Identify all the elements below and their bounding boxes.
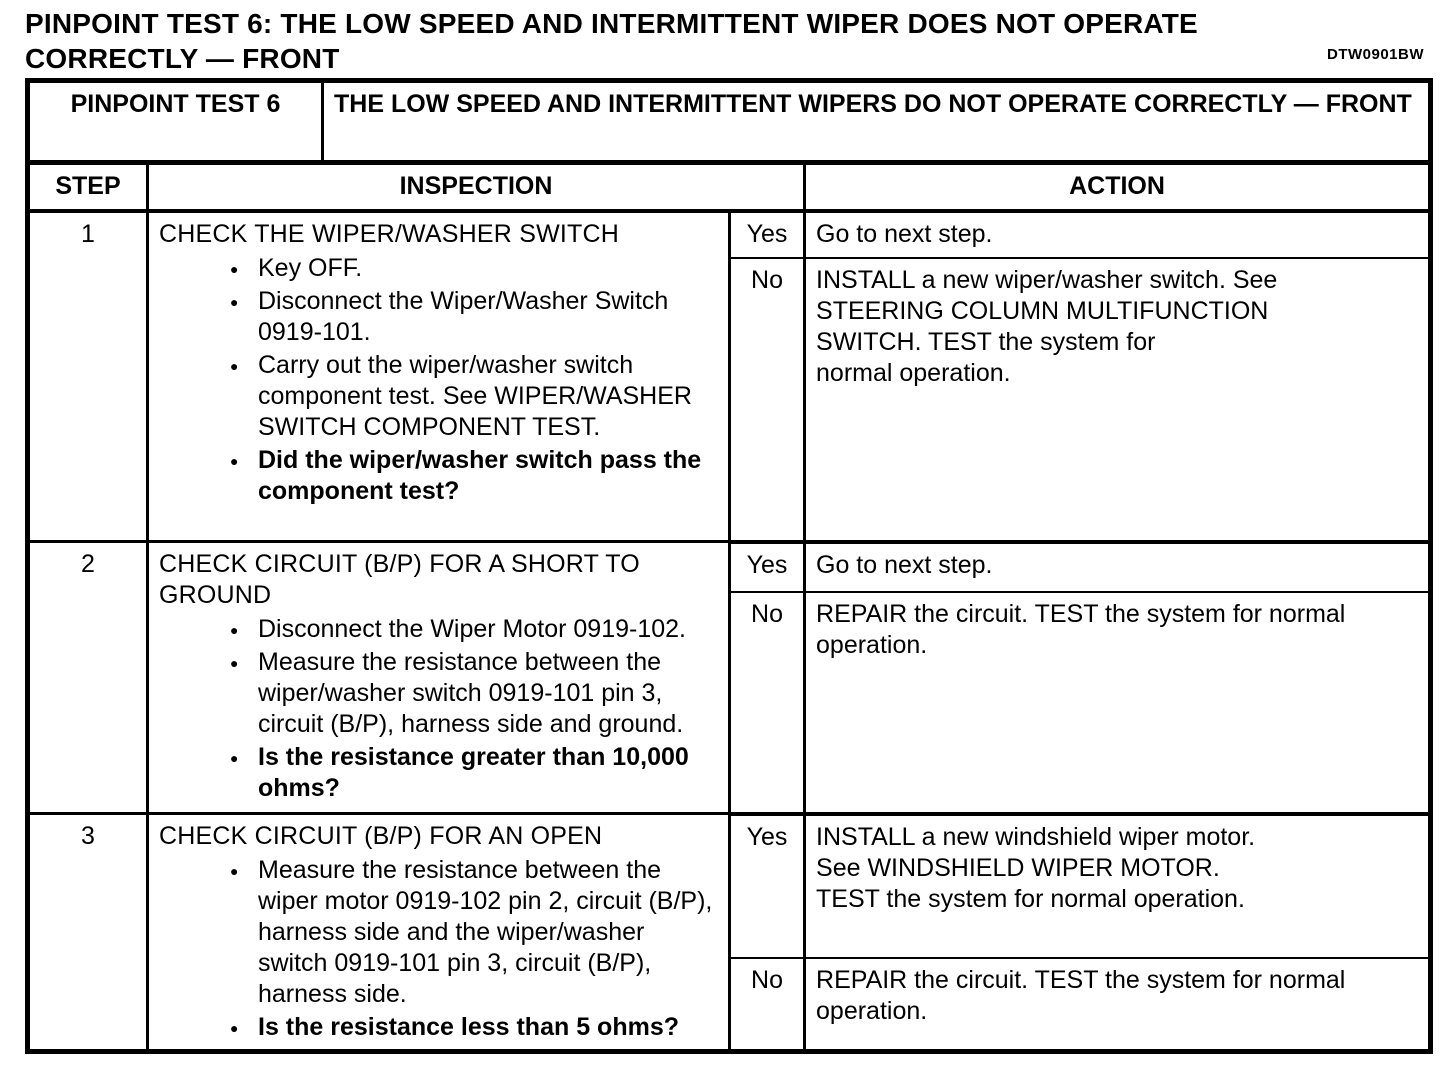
inspection-bullets: Disconnect the Wiper Motor 0919-102. Mea… — [159, 614, 718, 804]
table-row-step1-yes: 1 CHECK THE WIPER/WASHER SWITCH Key OFF.… — [26, 209, 1433, 543]
answer-yes-cell: Yes — [728, 540, 807, 593]
page-title: PINPOINT TEST 6: THE LOW SPEED AND INTER… — [25, 8, 1198, 74]
answer-yes-cell: Yes — [728, 811, 807, 959]
answer-no-cell: No — [728, 256, 807, 544]
inspection-cell: CHECK THE WIPER/WASHER SWITCH Key OFF. D… — [145, 209, 732, 543]
step-number: 2 — [26, 540, 149, 815]
action-yes-cell: INSTALL a new windshield wiper motor. Se… — [803, 811, 1433, 959]
bullet-item: Measure the resistance between the wiper… — [230, 647, 718, 740]
bullet-item-question: Did the wiper/washer switch pass the com… — [230, 445, 718, 507]
table-row-step2-yes: 2 CHECK CIRCUIT (B/P) FOR A SHORT TO GRO… — [26, 540, 1433, 815]
bullet-item: Carry out the wiper/washer switch compon… — [230, 350, 718, 443]
table-row-step3-yes: 3 CHECK CIRCUIT (B/P) FOR AN OPEN Measur… — [26, 811, 1433, 1053]
bullet-item: Disconnect the Wiper Motor 0919-102. — [230, 614, 718, 646]
inspection-title: CHECK CIRCUIT (B/P) FOR A SHORT TO GROUN… — [159, 550, 640, 609]
bullet-item-question: Is the resistance less than 5 ohms? — [230, 1012, 718, 1044]
bullet-item: Key OFF. — [230, 253, 718, 285]
inspection-bullets: Key OFF. Disconnect the Wiper/Washer Swi… — [159, 253, 718, 507]
table-row-step3-no: No REPAIR the circuit. TEST the system f… — [28, 956, 1433, 1054]
action-no-cell: REPAIR the circuit. TEST the system for … — [803, 956, 1433, 1054]
bullet-item: Measure the resistance between the wiper… — [230, 855, 718, 1010]
masthead: PINPOINT TEST 6: THE LOW SPEED AND INTER… — [25, 6, 1426, 76]
bullet-item-question: Is the resistance greater than 10,000 oh… — [230, 742, 718, 804]
bullet-item: Disconnect the Wiper/Washer Switch 0919-… — [230, 286, 718, 348]
action-no-cell: INSTALL a new wiper/washer switch. See S… — [803, 256, 1433, 544]
inspection-cell: CHECK CIRCUIT (B/P) FOR A SHORT TO GROUN… — [145, 540, 732, 815]
table-row-step2-no: No REPAIR the circuit. TEST the system f… — [28, 590, 1433, 816]
doc-code: DTW0901BW — [1326, 46, 1424, 63]
col-header-inspection: INSPECTION — [145, 161, 807, 213]
inspection-bullets: Measure the resistance between the wiper… — [159, 855, 718, 1044]
answer-no-cell: No — [728, 956, 807, 1054]
table-row-step1-no: No INSTALL a new wiper/washer switch. Se… — [28, 256, 1433, 544]
col-header-action: ACTION — [803, 161, 1433, 213]
action-yes-cell: Go to next step. — [803, 540, 1433, 593]
test-title-cell: THE LOW SPEED AND INTERMITTENT WIPERS DO… — [321, 79, 1433, 165]
test-label-cell: PINPOINT TEST 6 — [25, 79, 325, 165]
inspection-title: CHECK CIRCUIT (B/P) FOR AN OPEN — [159, 822, 603, 850]
inspection-cell: CHECK CIRCUIT (B/P) FOR AN OPEN Measure … — [145, 812, 732, 1053]
col-header-step: STEP — [26, 161, 149, 213]
answer-yes-cell: Yes — [728, 209, 807, 259]
pinpoint-test-table: PINPOINT TEST 6 THE LOW SPEED AND INTERM… — [25, 78, 1434, 1054]
action-no-cell: REPAIR the circuit. TEST the system for … — [803, 590, 1433, 816]
column-header-row: STEP INSPECTION ACTION — [26, 161, 1433, 213]
step-number: 1 — [26, 209, 149, 543]
action-yes-cell: Go to next step. — [803, 209, 1433, 259]
step-number: 3 — [26, 812, 149, 1053]
table-title-row: PINPOINT TEST 6 THE LOW SPEED AND INTERM… — [25, 79, 1433, 165]
answer-no-cell: No — [728, 590, 807, 816]
inspection-title: CHECK THE WIPER/WASHER SWITCH — [159, 219, 619, 248]
